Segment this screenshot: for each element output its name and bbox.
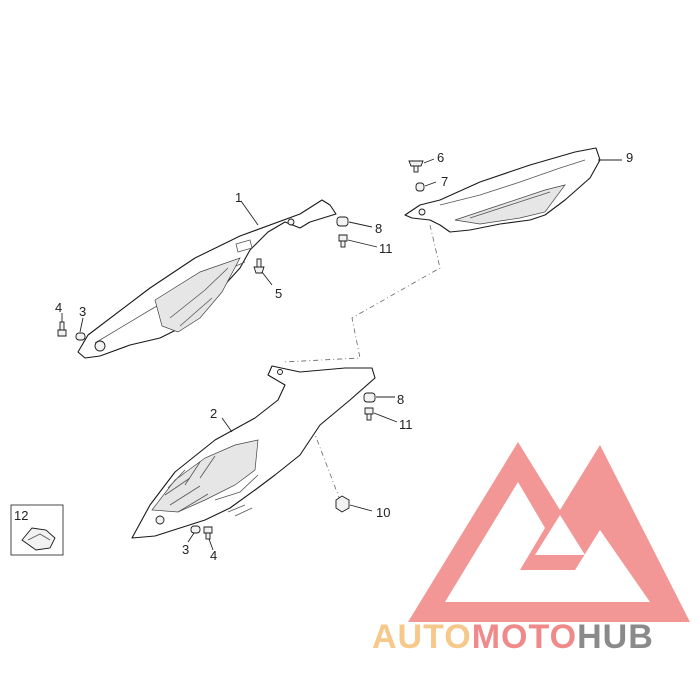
callout-4-lower: 4 xyxy=(210,548,217,563)
assembly-line-9-to-2 xyxy=(282,224,441,363)
callout-1: 1 xyxy=(235,190,242,205)
part-1-upper-fairing xyxy=(77,199,337,359)
callout-7: 7 xyxy=(441,174,448,189)
callout-5: 5 xyxy=(275,286,282,301)
callout-10: 10 xyxy=(376,505,390,520)
watermark-hub: HUB xyxy=(577,618,654,656)
part-2-lower-fairing xyxy=(131,365,376,539)
part-12-clip-box xyxy=(10,504,64,556)
callout-11-lower: 11 xyxy=(399,417,413,432)
callout-2: 2 xyxy=(210,406,217,421)
callout-12: 12 xyxy=(14,508,28,523)
callout-4-upper: 4 xyxy=(55,300,62,315)
hardware xyxy=(57,160,425,540)
watermark-moto: MOTO xyxy=(472,618,577,656)
callout-9: 9 xyxy=(626,150,633,165)
watermark-auto: AUTO xyxy=(372,618,472,656)
callout-8-upper: 8 xyxy=(375,221,382,236)
callout-6: 6 xyxy=(437,150,444,165)
callout-3-lower: 3 xyxy=(182,542,189,557)
callout-3-upper: 3 xyxy=(79,304,86,319)
callout-8-lower: 8 xyxy=(397,392,404,407)
part-9-rear-cover xyxy=(404,147,601,233)
callout-labels: 1 2 3 3 4 4 5 6 7 8 8 9 10 11 11 12 xyxy=(14,150,633,563)
assembly-line-2-to-10 xyxy=(299,394,341,501)
callout-11-upper: 11 xyxy=(379,241,393,256)
watermark-text: AUTOMOTOHUB xyxy=(372,618,654,656)
watermark-logo xyxy=(408,442,690,622)
logo-mark xyxy=(408,442,690,622)
leader-lines xyxy=(61,158,622,551)
